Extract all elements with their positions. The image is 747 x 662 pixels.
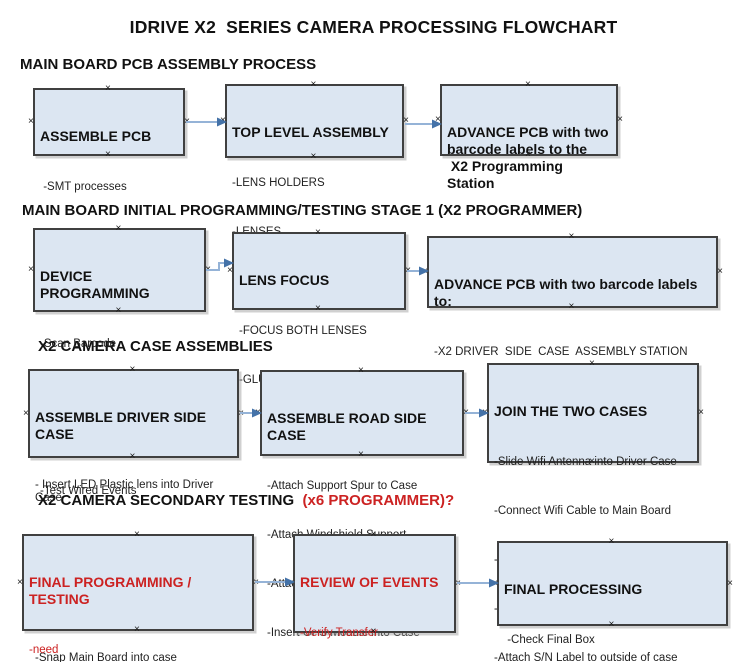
box-title: ASSEMBLE DRIVER SIDE CASE [35, 409, 211, 442]
connection-handle-icon: × [17, 576, 23, 588]
connection-handle-icon: × [525, 79, 531, 90]
connection-handle-icon: × [422, 266, 428, 277]
flow-box-join-the-two-cases: JOIN THE TWO CASES -Slide Wifi Antenna i… [482, 359, 704, 662]
flow-box-advance-pcb-programming-station: ADVANCE PCB with two barcode labels to t… [435, 79, 623, 192]
connection-handle-icon: × [717, 266, 723, 277]
flow-box-assemble-pcb: ASSEMBLE PCB -SMT processes - HAND Solde… [28, 83, 190, 292]
section-header-case-assemblies: X2 CAMERA CASE ASSEMBLIES [38, 338, 273, 355]
box-title: FINAL PROCESSING [504, 581, 643, 597]
connection-handle-icon: × [23, 407, 29, 419]
box-item: -Attach S/N Label to outside of case [494, 652, 678, 662]
box-item: -Scan Barcode [40, 338, 117, 350]
connection-handle-icon: × [310, 79, 317, 90]
box-title: REVIEW OF EVENTS [300, 574, 439, 590]
box-item: -Snap Main Board into case [35, 652, 177, 662]
box-item: -need [29, 644, 59, 656]
flow-box-final-programming-testing: FINAL PROGRAMMING / TESTING -need -to -k… [17, 530, 259, 657]
connection-handle-icon: × [698, 407, 704, 418]
connection-handle-icon: × [435, 114, 441, 125]
box-title: ASSEMBLE ROAD SIDE CASE [267, 410, 431, 443]
flow-box-device-programming: DEVICE PROGRAMMING -Scan Barcode -Boot L… [28, 224, 211, 547]
connection-handle-icon: × [608, 619, 615, 630]
connection-handle-icon: × [227, 265, 233, 276]
connection-handle-icon: × [205, 264, 211, 275]
connection-handle-icon: × [129, 451, 136, 462]
box-title: LENS FOCUS [239, 272, 330, 288]
connection-handle-icon: × [315, 303, 321, 314]
flow-box-final-processing: FINAL PROCESSING -Check Final Box -Place… [492, 537, 733, 647]
connection-handle-icon: × [727, 577, 733, 589]
connection-handle-icon: × [184, 116, 190, 127]
connection-handle-icon: × [482, 407, 488, 418]
connection-handle-icon: × [358, 449, 364, 460]
box-item: -Verify Transfer [300, 627, 378, 639]
connection-handle-icon: × [105, 149, 111, 160]
box-title: TOP LEVEL ASSEMBLY [232, 124, 389, 140]
box-title: JOIN THE TWO CASES [494, 403, 648, 419]
section-header-black-part: X2 CAMERA SECONDARY TESTING [38, 492, 303, 509]
flow-box-lens-focus: LENS FOCUS -FOCUS BOTH LENSES -GLUE LENS… [227, 228, 411, 387]
connection-handle-icon: × [115, 305, 122, 316]
connection-handle-icon: × [105, 83, 111, 94]
box-item: -Slide Wifi Antenna into Driver Case [494, 456, 677, 468]
box-item: -Check Final Box [504, 634, 595, 646]
box-title: ASSEMBLE PCB [40, 128, 152, 144]
section-header-pcb-assembly: MAIN BOARD PCB ASSEMBLY PROCESS [20, 56, 317, 73]
box-item: -LENS HOLDERS [232, 177, 325, 189]
flow-box-assemble-road-side-case: ASSEMBLE ROAD SIDE CASE -Attach Support … [255, 366, 469, 640]
connection-handle-icon: × [568, 231, 575, 242]
connection-handle-icon: × [28, 116, 34, 127]
box-title: DEVICE PROGRAMMING [40, 268, 150, 301]
connector-arrow [206, 262, 225, 271]
box-item: -Attach Support Spur to Case [267, 480, 418, 492]
box-title: ADVANCE PCB with two barcode labels to: [434, 276, 702, 309]
flow-box-advance-pcb-driver-side: ADVANCE PCB with two barcode labels to: … [422, 231, 723, 359]
connection-handle-icon: × [134, 624, 140, 635]
connection-handle-icon: × [403, 115, 409, 126]
connection-handle-icon: × [405, 265, 411, 276]
box-item: -SMT processes [40, 181, 127, 193]
box-item: -FOCUS BOTH LENSES [239, 325, 367, 337]
connection-handle-icon: × [28, 264, 34, 275]
connection-handle-icon: × [617, 114, 623, 125]
flow-box-review-of-events: REVIEW OF EVENTS -Verify Transfer -Verif… [288, 530, 461, 640]
page-title: IDRIVE X2 SERIES CAMERA PROCESSING FLOWC… [129, 17, 618, 37]
connection-handle-icon: × [310, 151, 317, 162]
connection-handle-icon: × [220, 115, 226, 126]
section-header-secondary-testing: X2 CAMERA SECONDARY TESTING (x6 PROGRAMM… [38, 492, 454, 509]
flow-box-assemble-driver-side-case: ASSEMBLE DRIVER SIDE CASE - Insert LED P… [23, 365, 244, 662]
section-header-initial-programming: MAIN BOARD INITIAL PROGRAMMING/TESTING S… [22, 202, 583, 219]
connection-handle-icon: × [463, 407, 469, 418]
flow-box-top-level-assembly: TOP LEVEL ASSEMBLY -LENS HOLDERS -LENSES… [220, 79, 409, 239]
box-item: -Connect Wifi Cable to Main Board [494, 505, 672, 517]
box-item: -Test Wired Events [40, 485, 137, 497]
box-title: ADVANCE PCB with two barcode labels to t… [447, 124, 609, 191]
box-title: FINAL PROGRAMMING / TESTING [29, 574, 196, 607]
section-header-red-part: (x6 PROGRAMMER)? [302, 492, 455, 509]
box-item: - Insert LED Plastic lens into Driver Ca… [35, 479, 217, 504]
box-item: -X2 DRIVER SIDE CASE ASSEMBLY STATION [434, 346, 688, 358]
connection-handle-icon: × [253, 576, 259, 588]
